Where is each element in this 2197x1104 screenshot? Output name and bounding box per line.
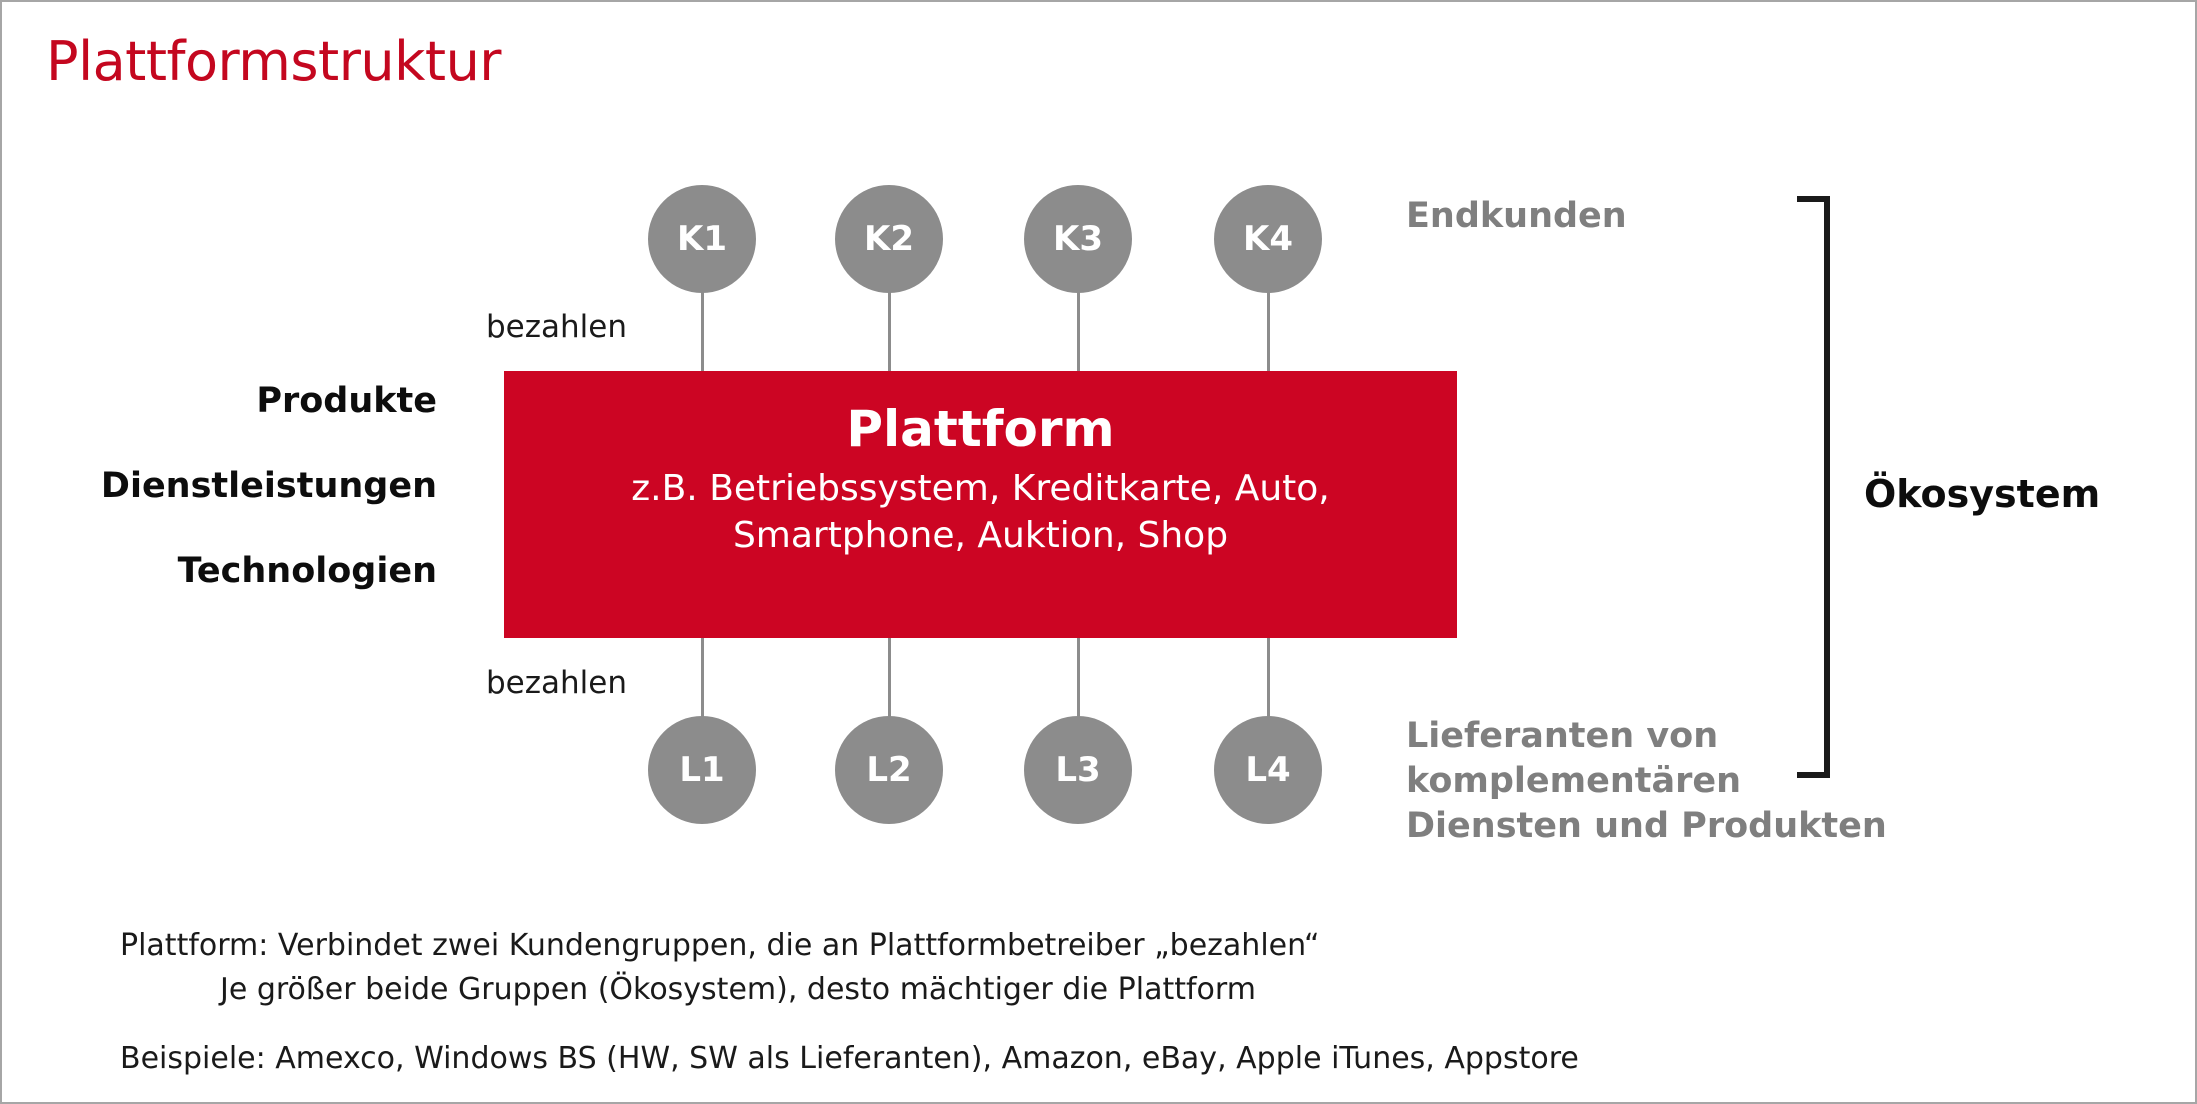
ecosystem-bracket-line bbox=[1824, 196, 1830, 778]
group-label-lieferanten-line2: komplementären bbox=[1406, 760, 1742, 801]
customer-node-k1[interactable]: K1 bbox=[648, 185, 756, 293]
customer-node-k1-label: K1 bbox=[676, 219, 727, 259]
group-label-endkunden: Endkunden bbox=[1406, 196, 1627, 236]
platform-description-line2: Smartphone, Auktion, Shop bbox=[732, 515, 1229, 557]
platform-box: Plattform z.B. Betriebssystem, Kreditkar… bbox=[504, 371, 1457, 638]
platform-description: z.B. Betriebssystem, Kreditkarte, Auto, … bbox=[631, 465, 1329, 560]
connector-k3 bbox=[1077, 292, 1080, 374]
customer-node-k3-label: K3 bbox=[1052, 219, 1103, 259]
footnote-line-1: Plattform: Verbindet zwei Kundengruppen,… bbox=[120, 928, 1320, 963]
platform-title: Plattform bbox=[846, 400, 1115, 458]
ecosystem-bracket-tick-top bbox=[1797, 196, 1830, 202]
customer-node-k2-label: K2 bbox=[863, 219, 914, 259]
customer-node-k2[interactable]: K2 bbox=[835, 185, 943, 293]
customer-node-k3[interactable]: K3 bbox=[1024, 185, 1132, 293]
supplier-node-l2[interactable]: L2 bbox=[835, 716, 943, 824]
ecosystem-label: Ökosystem bbox=[1864, 472, 2101, 516]
connector-l4 bbox=[1267, 636, 1270, 718]
supplier-node-l1-label: L1 bbox=[679, 750, 725, 790]
supplier-node-l3[interactable]: L3 bbox=[1024, 716, 1132, 824]
connector-k4 bbox=[1267, 292, 1270, 374]
footnote-line-3: Beispiele: Amexco, Windows BS (HW, SW al… bbox=[120, 1041, 1579, 1076]
pay-label-top: bezahlen bbox=[486, 309, 627, 345]
group-label-lieferanten-line1: Lieferanten von bbox=[1406, 716, 1719, 756]
supplier-node-l2-label: L2 bbox=[866, 750, 912, 790]
connector-k2 bbox=[888, 292, 891, 374]
connector-l1 bbox=[701, 636, 704, 718]
group-label-lieferanten-line3: Diensten und Produkten bbox=[1406, 805, 1887, 846]
footnotes: Plattform: Verbindet zwei Kundengruppen,… bbox=[120, 924, 1579, 1081]
group-label-lieferanten: Lieferanten von komplementären Diensten … bbox=[1406, 714, 1887, 848]
connector-l2 bbox=[888, 636, 891, 718]
supplier-node-l1[interactable]: L1 bbox=[648, 716, 756, 824]
ecosystem-bracket-tick-bottom bbox=[1797, 772, 1830, 778]
footnote-line-2: Je größer beide Gruppen (Ökosystem), des… bbox=[220, 971, 1256, 1007]
page-title: Plattformstruktur bbox=[46, 30, 502, 93]
connector-l3 bbox=[1077, 636, 1080, 718]
customer-node-k4-label: K4 bbox=[1242, 219, 1293, 259]
left-label-produkte: Produkte bbox=[256, 381, 437, 421]
left-label-technologien: Technologien bbox=[177, 551, 437, 591]
pay-label-bottom: bezahlen bbox=[486, 665, 627, 701]
customer-node-k4[interactable]: K4 bbox=[1214, 185, 1322, 293]
supplier-node-l4-label: L4 bbox=[1245, 750, 1291, 790]
left-input-labels: Produkte Dienstleistungen Technologien bbox=[62, 384, 437, 589]
connector-k1 bbox=[701, 292, 704, 374]
supplier-node-l4[interactable]: L4 bbox=[1214, 716, 1322, 824]
supplier-node-l3-label: L3 bbox=[1055, 750, 1101, 790]
platform-description-line1: z.B. Betriebssystem, Kreditkarte, Auto, bbox=[631, 467, 1330, 509]
left-label-dienstleistungen: Dienstleistungen bbox=[100, 466, 437, 506]
